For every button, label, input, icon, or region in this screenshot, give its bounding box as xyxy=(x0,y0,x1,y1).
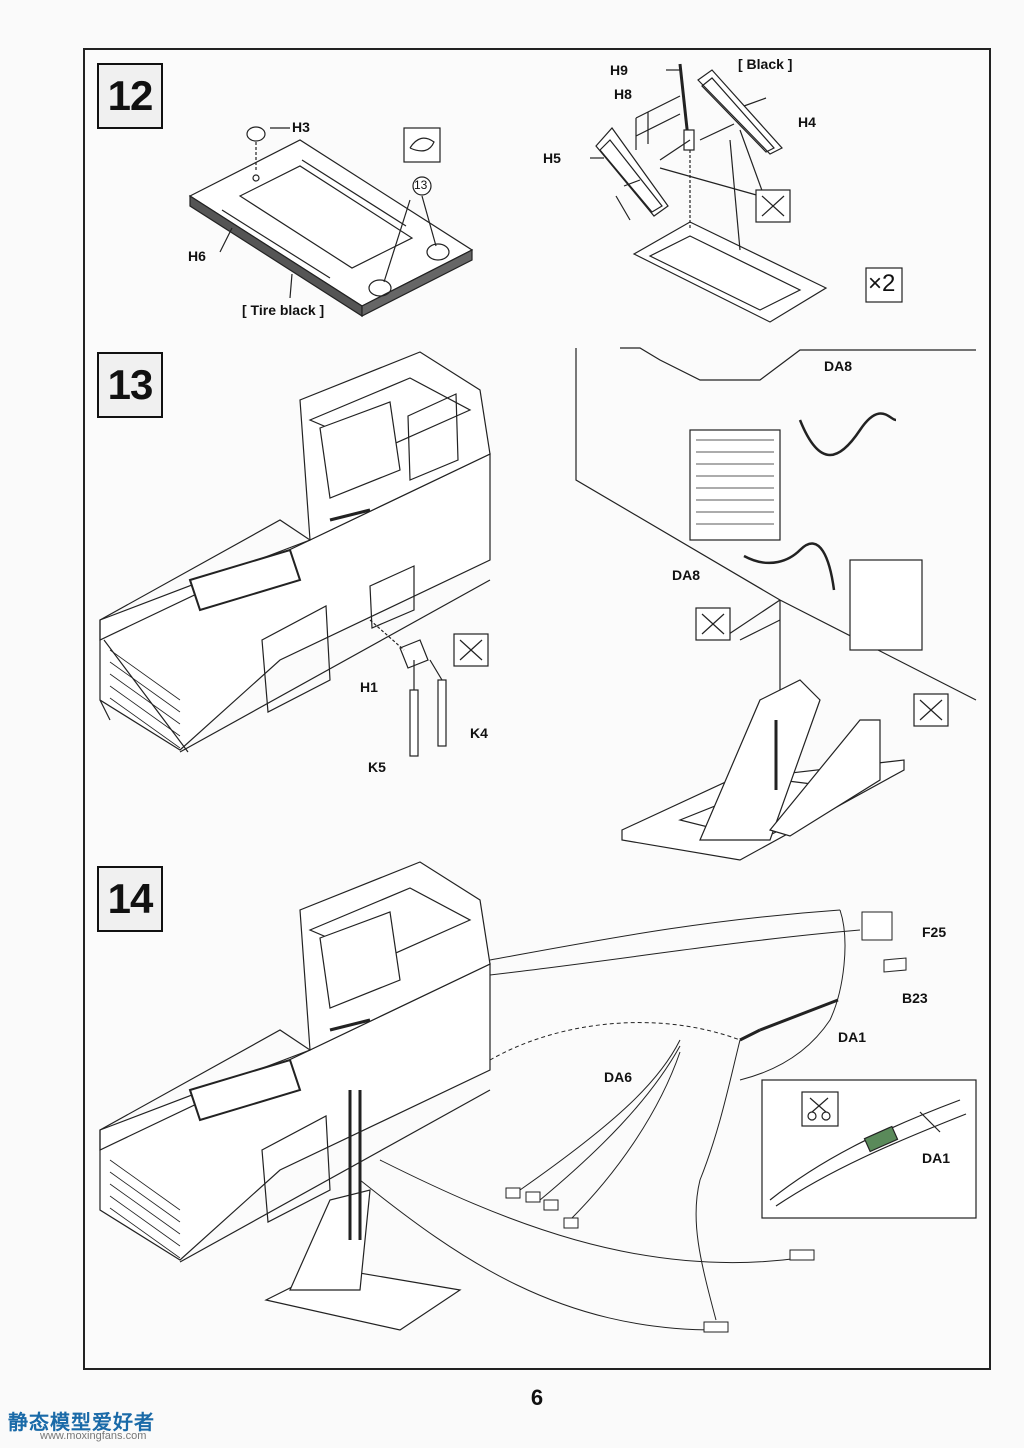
step-number-13: 13 xyxy=(97,352,163,418)
label-h8: H8 xyxy=(614,86,632,102)
label-k4: K4 xyxy=(470,725,488,741)
label-da8-mid: DA8 xyxy=(672,567,701,583)
label-k5: K5 xyxy=(368,759,386,775)
label-quantity-x2: ×2 xyxy=(868,270,896,297)
label-da6: DA6 xyxy=(604,1069,633,1085)
label-h4: H4 xyxy=(798,114,816,130)
label-h6: H6 xyxy=(188,248,206,264)
step-number-12: 12 xyxy=(97,63,163,129)
label-h9: H9 xyxy=(610,62,628,78)
label-f25: F25 xyxy=(922,924,947,940)
label-da8-top: DA8 xyxy=(824,358,853,374)
label-h1: H1 xyxy=(360,679,378,695)
watermark-brand: 静态模型爱好者 xyxy=(8,1412,155,1434)
label-tire-black: [ Tire black ] xyxy=(242,302,325,318)
label-h5: H5 xyxy=(543,150,561,166)
label-black: [ Black ] xyxy=(738,56,793,72)
page-number: 6 xyxy=(530,1385,544,1410)
page-frame xyxy=(83,48,991,1370)
label-da1-inset: DA1 xyxy=(922,1150,951,1166)
label-h3: H3 xyxy=(292,119,310,135)
label-callout-13: 13 xyxy=(414,178,428,192)
step-number-14: 14 xyxy=(97,866,163,932)
label-da1: DA1 xyxy=(838,1029,867,1045)
watermark-url: www.moxingfans.com xyxy=(40,1430,147,1442)
label-b23: B23 xyxy=(902,990,928,1006)
